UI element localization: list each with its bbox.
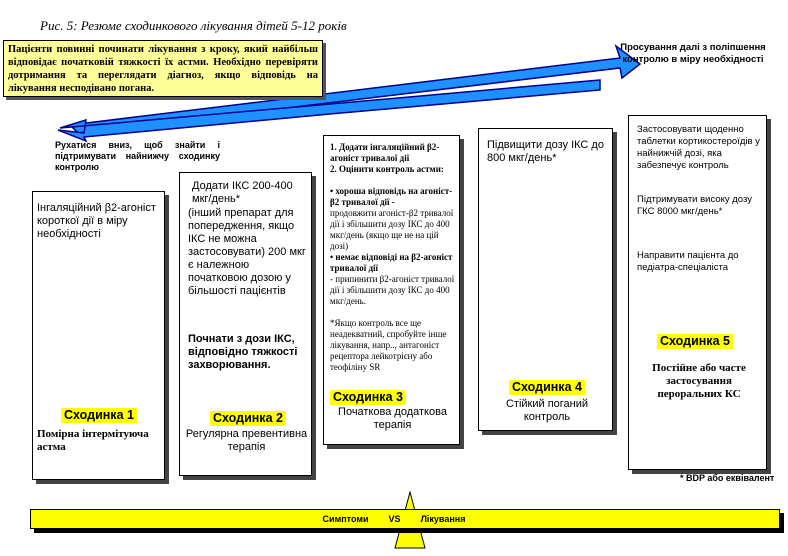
step-5-high-dose: Підтримувати високу дозу ГКС 8000 мкг/де… [637, 194, 752, 217]
start-step-note: Пацієнти повинні починати лікування з кр… [3, 40, 323, 97]
step-2-box: Додати ІКС 200-400 мкг/день* (інший преп… [179, 172, 312, 476]
symptoms-treatment-bar [30, 509, 780, 529]
bar-vs-label: VS [388, 514, 401, 524]
step-5-oral-steroids: Застосовувати щоденно таблетки кортикост… [637, 124, 760, 171]
step-3-item-2: 2. Оцінити контроль астми: [330, 164, 444, 174]
step-2-add-ics: Додати ІКС 200-400 мкг/день* [192, 180, 293, 205]
step-3-good-action: продовжити агоніст-β2 тривалої дії і збі… [330, 208, 454, 251]
step-5-desc: Постійне або часте застосування перораль… [652, 362, 746, 400]
step-3-no-response: • немає відповіді на β2-агоніст тривалої… [330, 252, 453, 273]
step-3-no-action: - припинити β2-агоніст тривалої дії і зб… [330, 274, 455, 306]
footnote: * BDP або еквівалент [680, 473, 775, 483]
step-2-alt-note: (інший препарат для попередження, якщо І… [188, 207, 306, 297]
step-down-arrow [57, 79, 601, 143]
step-2-start-note: Почнати з дози ІКС, відповідно тяжкості … [188, 333, 298, 371]
step-4-label: Сходинка 4 [509, 380, 585, 395]
step-up-label: Просування далі з поліпшення контролю в … [620, 42, 766, 65]
step-4-desc: Стійкий поганий контроль [505, 398, 589, 423]
step-1-box: Інгаляційний β2-агоніст короткої дії в м… [32, 191, 165, 480]
step-3-inadequate-note: *Якщо контроль все ще неадекватний, спро… [330, 318, 447, 372]
step-3-good-response: • хороша відповідь на агоніст-β2 тривало… [330, 186, 453, 207]
step-3-item-1: 1. Додати інгаляційний β2-агоніст тривал… [330, 142, 440, 163]
step-1-desc: Помірна інтермітуюча астма [37, 428, 149, 453]
step-4-treatment: Підвищити дозу ІКС до 800 мкг/день* [487, 139, 604, 164]
step-1-treatment: Інгаляційний β2-агоніст короткої дії в м… [37, 202, 156, 240]
step-down-label: Рухатися вниз, щоб знайти і підтримувати… [55, 140, 220, 172]
step-4-box: Підвищити дозу ІКС до 800 мкг/день* Сход… [478, 128, 613, 431]
bar-caption: Симптоми VS Лікування [0, 514, 788, 524]
bar-treatment-label: Лікування [420, 514, 466, 524]
step-5-box: Застосовувати щоденно таблетки кортикост… [628, 115, 767, 470]
step-3-box: 1. Додати інгаляційний β2-агоніст тривал… [323, 135, 460, 445]
step-2-desc: Регулярна превентивна терапія [185, 428, 308, 453]
step-2-label: Сходинка 2 [210, 411, 286, 426]
step-3-label: Сходинка 3 [330, 390, 406, 405]
step-5-referral: Направити пацієнта до педіатра-спеціаліс… [637, 250, 739, 273]
step-5-label: Сходинка 5 [657, 334, 733, 349]
step-3-desc: Початкова додаткова терапія [338, 406, 447, 431]
figure-title: Рис. 5: Резюме сходинкового лікування ді… [40, 18, 347, 33]
bar-symptoms-label: Симптоми [322, 514, 369, 524]
step-1-label: Сходинка 1 [61, 408, 137, 423]
